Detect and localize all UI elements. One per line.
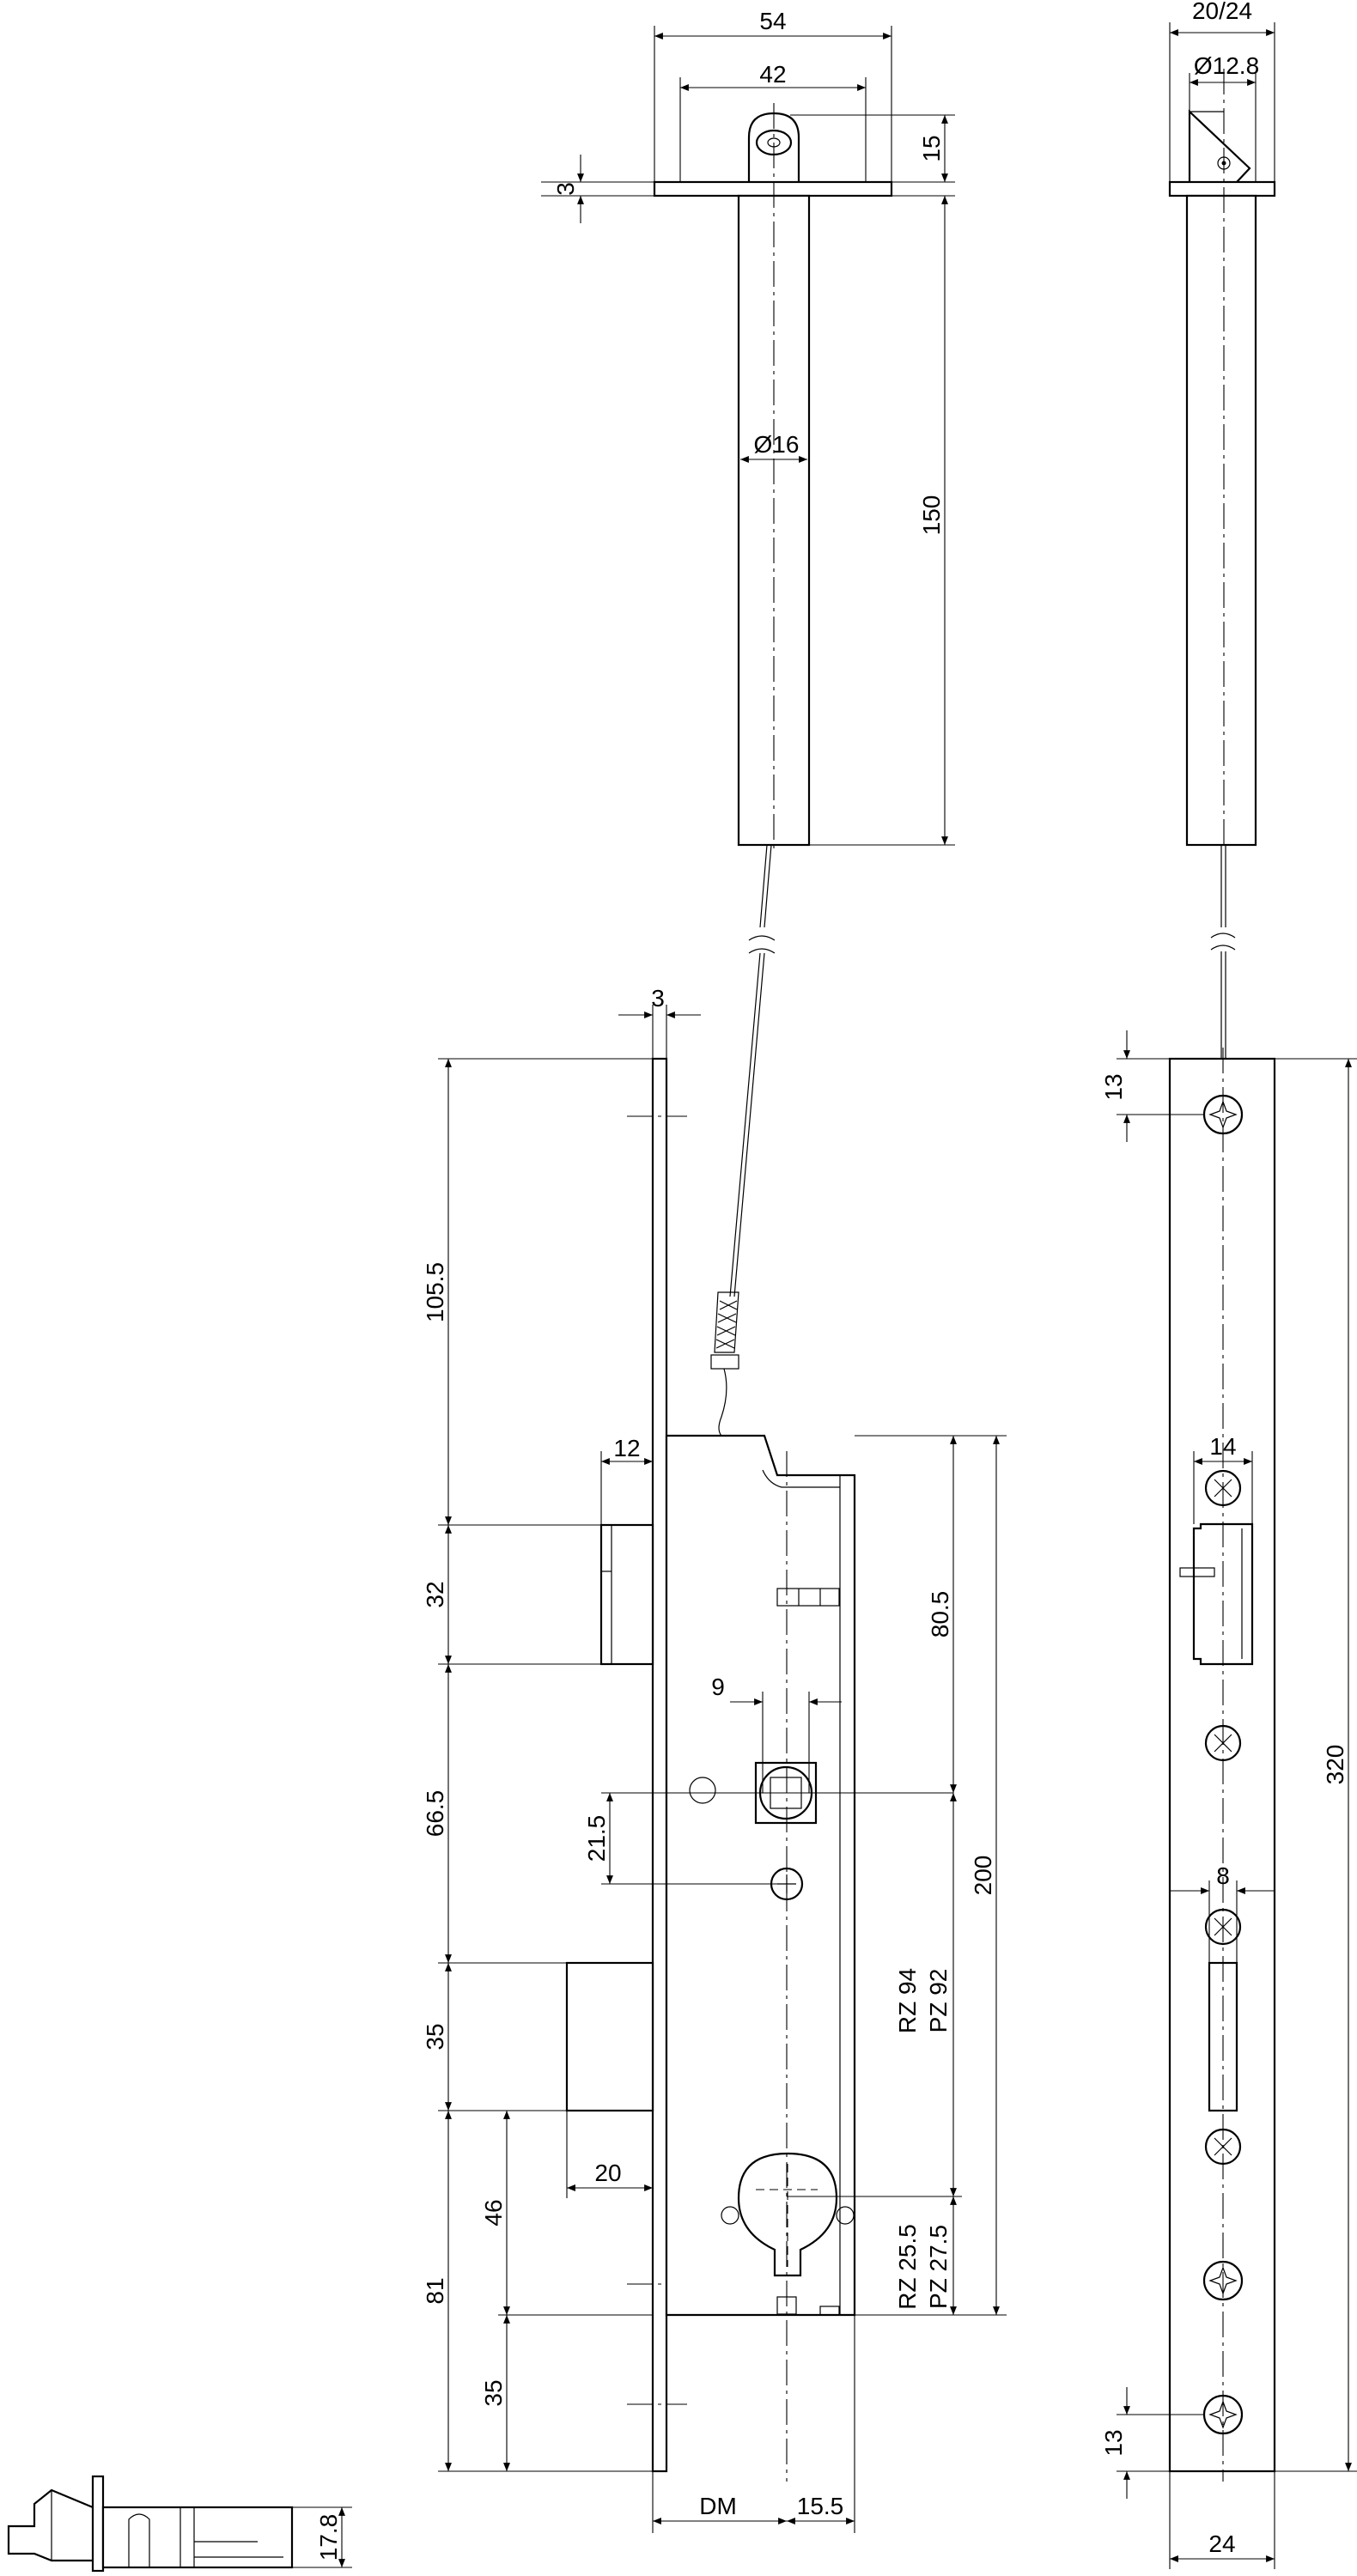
dim-15-5: 15.5 [797,2493,844,2519]
dim-9: 9 [711,1674,725,1700]
dim-32: 32 [422,1581,448,1607]
dim-20-24: 20/24 [1192,0,1252,24]
dim-42: 42 [759,61,786,88]
cylinder-profile [737,2152,838,2277]
lock-dimensions: 3 105.5 12 32 66.5 21.5 9 80.5 200 RZ 94 [422,985,1007,2533]
faceplate [651,1057,668,2473]
lock-case [665,1434,856,2317]
dim-17-8: 17.8 [315,2514,342,2561]
dim-pz92: PZ 92 [925,1969,952,2033]
dim-3-top: 3 [552,182,579,196]
dim-200: 200 [970,1856,996,1896]
bolt-tube-front-view [653,103,893,1297]
cable [759,844,772,928]
dim-12: 12 [613,1435,640,1461]
screw-1 [1204,1469,1242,1507]
deadbolt [599,1523,654,1666]
lock-front-view [565,1057,856,2482]
latch-opening [1208,1961,1238,2112]
dim-14: 14 [1209,1433,1236,1460]
dim-80-5: 80.5 [927,1591,953,1638]
dim-150: 150 [918,495,945,536]
dim-8: 8 [1216,1862,1230,1889]
dim-105-5: 105.5 [422,1262,448,1322]
dim-54: 54 [759,8,786,34]
deadbolt-opening [1192,1522,1254,1666]
screw-2 [1204,1724,1242,1762]
screw-5 [1202,2260,1244,2301]
dim-13-bottom: 13 [1100,2429,1127,2456]
bolt-tube-side-view: 20/24 Ø12.8 [1168,0,1276,1058]
dim-dia12-8: Ø12.8 [1194,52,1259,79]
dim-35-bottom: 35 [480,2379,507,2406]
screw-4 [1204,2128,1242,2166]
dim-24: 24 [1208,2530,1235,2557]
dim-13-top: 13 [1100,1073,1127,1100]
dim-21-5: 21.5 [583,1815,610,1862]
dim-dia16: Ø16 [754,431,800,458]
dim-46: 46 [480,2199,507,2226]
dim-15: 15 [918,135,945,161]
lock-top-view: 17.8 [7,2475,352,2573]
screw-3 [1204,1908,1242,1946]
cable-connector [714,1291,739,1353]
dim-20: 20 [594,2160,621,2186]
dim-dm: DM [699,2493,737,2519]
dim-3-face: 3 [651,985,665,1012]
faceplate-side-view: 13 14 8 320 13 24 [1100,1030,1357,2569]
dim-66-5: 66.5 [422,1790,448,1838]
dim-320: 320 [1322,1745,1348,1785]
dim-35-latch: 35 [422,2023,448,2050]
dim-rz94: RZ 94 [894,1968,921,2033]
dim-rz25-5: RZ 25.5 [894,2224,921,2310]
dim-81: 81 [422,2277,448,2304]
top-dimensions: 54 42 15 3 150 Ø16 [541,8,955,846]
bolt-flange [653,180,893,197]
latch [565,1961,654,2112]
dim-pz27-5: PZ 27.5 [925,2225,952,2309]
